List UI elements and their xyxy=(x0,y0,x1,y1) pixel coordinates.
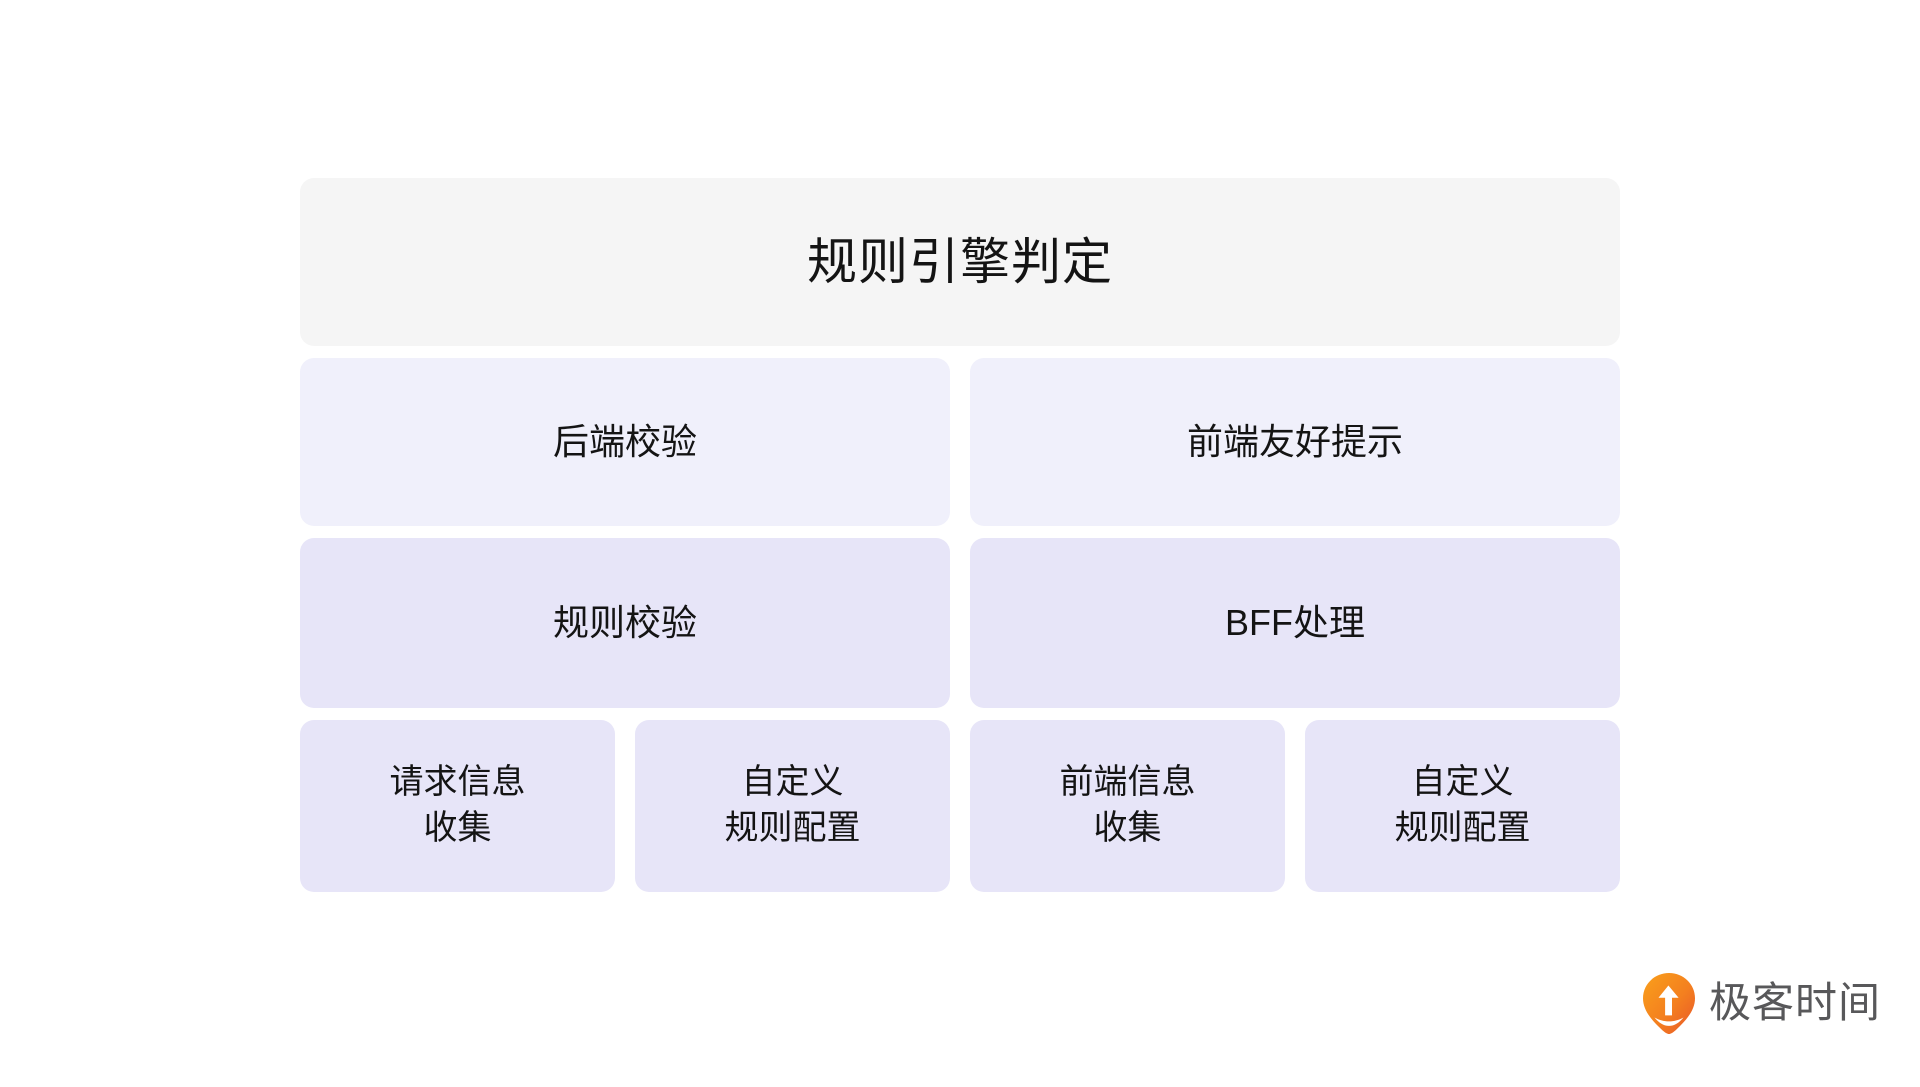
card-bff-processing[interactable]: BFF处理 xyxy=(970,538,1620,708)
diagram-level-2-row: 规则校验 BFF处理 xyxy=(300,538,1620,708)
rule-engine-diagram: 规则引擎判定 后端校验 前端友好提示 规则校验 BFF处理 xyxy=(300,178,1620,892)
level-1-frontend-group: 前端友好提示 xyxy=(970,358,1620,526)
card-custom-rule-config-backend[interactable]: 自定义 规则配置 xyxy=(635,720,950,892)
level-3-frontend-group: 前端信息 收集 自定义 规则配置 xyxy=(970,720,1620,892)
card-label: BFF处理 xyxy=(1225,601,1365,643)
diagram-title-box: 规则引擎判定 xyxy=(300,178,1620,346)
card-rule-validation[interactable]: 规则校验 xyxy=(300,538,950,708)
card-label: 自定义 规则配置 xyxy=(1394,763,1531,847)
card-request-info-collection[interactable]: 请求信息 收集 xyxy=(300,720,615,892)
card-label: 后端校验 xyxy=(552,420,697,462)
brand-watermark: 极客时间 xyxy=(1641,972,1881,1034)
diagram-title: 规则引擎判定 xyxy=(807,234,1113,290)
card-backend-validation[interactable]: 后端校验 xyxy=(300,358,950,526)
card-frontend-friendly-hint[interactable]: 前端友好提示 xyxy=(970,358,1620,526)
card-label: 前端友好提示 xyxy=(1186,420,1403,462)
card-frontend-info-collection[interactable]: 前端信息 收集 xyxy=(970,720,1285,892)
level-1-backend-group: 后端校验 xyxy=(300,358,950,526)
card-label: 规则校验 xyxy=(552,601,697,643)
brand-name: 极客时间 xyxy=(1709,978,1882,1027)
diagram-level-1-row: 后端校验 前端友好提示 xyxy=(300,358,1620,526)
level-2-backend-group: 规则校验 xyxy=(300,538,950,708)
level-3-backend-group: 请求信息 收集 自定义 规则配置 xyxy=(300,720,950,892)
geektime-pin-logo-icon xyxy=(1641,972,1697,1034)
diagram-level-3-row: 请求信息 收集 自定义 规则配置 前端信息 收集 自定义 规则配置 xyxy=(300,720,1620,892)
level-2-frontend-group: BFF处理 xyxy=(970,538,1620,708)
card-custom-rule-config-frontend[interactable]: 自定义 规则配置 xyxy=(1305,720,1620,892)
card-label: 请求信息 收集 xyxy=(389,763,526,847)
card-label: 自定义 规则配置 xyxy=(724,763,861,847)
card-label: 前端信息 收集 xyxy=(1059,763,1196,847)
